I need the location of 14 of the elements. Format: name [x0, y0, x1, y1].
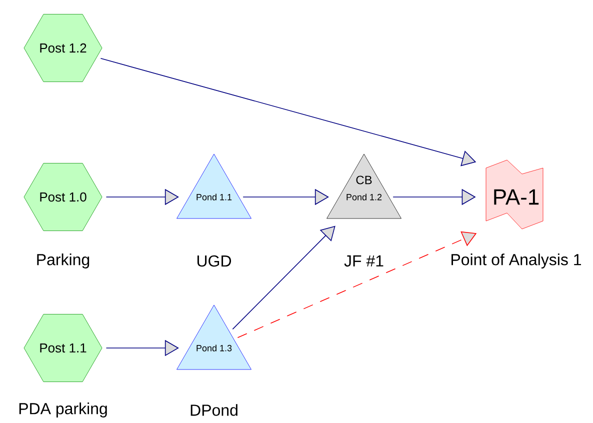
- hexagon-node: Post 1.0: [24, 163, 102, 231]
- triangle-node: CB Pond 1.2: [326, 154, 402, 219]
- triangle-node: Pond 1.1: [176, 154, 252, 219]
- arrow: [232, 226, 336, 330]
- node-caption: Point of Analysis 1: [452, 254, 581, 268]
- node-caption: PDA parking: [19, 402, 107, 418]
- hexagon-node: Post 1.1: [24, 314, 102, 382]
- hexagon-node: Post 1.2: [24, 14, 102, 82]
- node-caption: Parking: [37, 254, 90, 268]
- node-caption: JF #1: [344, 255, 384, 267]
- triangle-node: Pond 1.3: [176, 304, 252, 370]
- node-caption: DPond: [190, 404, 238, 416]
- flag-node: PA-1: [486, 160, 544, 230]
- node-caption: UGD: [197, 255, 232, 267]
